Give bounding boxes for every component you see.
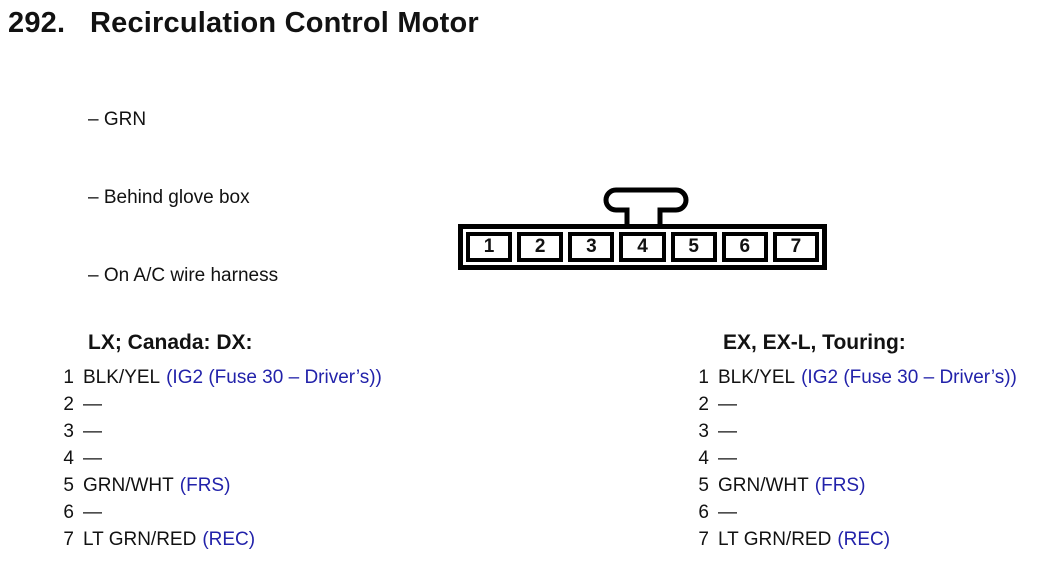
connector-pin-2: 2 (517, 232, 564, 262)
pinout-row: 6 — (60, 499, 382, 526)
connector-pin-3: 3 (568, 232, 615, 262)
pinout-row: 4 — (695, 445, 1017, 472)
pinout-row: 3 — (695, 418, 1017, 445)
pinout-row: 1 BLK/YEL (IG2 (Fuse 30 – Driver’s)) (60, 364, 382, 391)
wire-color: LT GRN/RED (83, 529, 197, 550)
pin-number: 7 (63, 529, 74, 550)
wire-color: BLK/YEL (718, 367, 796, 388)
pinout-heading: EX, EX-L, Touring: (723, 331, 906, 354)
pinout-row: 6 — (695, 499, 1017, 526)
wire-color: — (83, 502, 102, 523)
wire-color: — (718, 394, 737, 415)
pinout-row: 1 BLK/YEL (IG2 (Fuse 30 – Driver’s)) (695, 364, 1017, 391)
wire-color: BLK/YEL (83, 367, 161, 388)
pin-number: 4 (698, 448, 709, 469)
connector-diagram: 1 2 3 4 5 6 7 (458, 186, 827, 271)
signal-name: (FRS) (179, 475, 231, 496)
pin-number: 6 (63, 502, 74, 523)
signal-name: (IG2 (Fuse 30 – Driver’s)) (166, 367, 382, 388)
pinout-table-lx-dx: LX; Canada: DX: 1 BLK/YEL (IG2 (Fuse 30 … (60, 330, 382, 553)
connector-pin-1: 1 (466, 232, 513, 262)
connector-pin-4: 4 (619, 232, 666, 262)
pin-number: 1 (63, 367, 74, 388)
pin-number: 2 (63, 394, 74, 415)
wire-color: GRN/WHT (718, 475, 809, 496)
pinout-row: 5 GRN/WHT (FRS) (695, 472, 1017, 499)
wire-color: — (83, 448, 102, 469)
connector-pin-5: 5 (670, 232, 717, 262)
section-title: Recirculation Control Motor (90, 7, 479, 39)
signal-name: (IG2 (Fuse 30 – Driver’s)) (801, 367, 1017, 388)
page-title: 292. Recirculation Control Motor (8, 7, 479, 40)
signal-name: (REC) (202, 529, 256, 550)
pin-number: 5 (698, 475, 709, 496)
pin-number: 1 (698, 367, 709, 388)
signal-name: (REC) (837, 529, 891, 550)
pinout-row: 5 GRN/WHT (FRS) (60, 472, 382, 499)
pinout-row: 7 LT GRN/RED (REC) (60, 526, 382, 553)
connector-body: 1 2 3 4 5 6 7 (458, 224, 827, 270)
pinout-row: 7 LT GRN/RED (REC) (695, 526, 1017, 553)
pinout-table-ex-exl-touring: EX, EX-L, Touring: 1 BLK/YEL (IG2 (Fuse … (695, 330, 1017, 553)
note-line: – Behind glove box (88, 187, 250, 208)
section-number: 292. (8, 7, 66, 39)
connector-pin-6: 6 (721, 232, 768, 262)
notes-list: – GRN – Behind glove box – On A/C wire h… (88, 55, 278, 341)
pin-number: 2 (698, 394, 709, 415)
connector-lock-tab-icon (603, 187, 689, 228)
wire-color: LT GRN/RED (718, 529, 832, 550)
wire-color: — (83, 421, 102, 442)
pin-number: 5 (63, 475, 74, 496)
wire-color: GRN/WHT (83, 475, 174, 496)
note-line: – On A/C wire harness (88, 265, 279, 286)
pin-number: 6 (698, 502, 709, 523)
pin-number: 7 (698, 529, 709, 550)
pinout-row: 4 — (60, 445, 382, 472)
pin-number: 4 (63, 448, 74, 469)
wire-color: — (718, 502, 737, 523)
pinout-row: 2 — (695, 391, 1017, 418)
signal-name: (FRS) (814, 475, 866, 496)
pinout-heading: LX; Canada: DX: (88, 331, 253, 354)
pin-number: 3 (63, 421, 74, 442)
wire-color: — (718, 421, 737, 442)
pinout-row: 2 — (60, 391, 382, 418)
note-line: – GRN (88, 109, 147, 130)
pin-number: 3 (698, 421, 709, 442)
pinout-row: 3 — (60, 418, 382, 445)
connector-pin-7: 7 (772, 232, 819, 262)
wire-color: — (83, 394, 102, 415)
wire-color: — (718, 448, 737, 469)
